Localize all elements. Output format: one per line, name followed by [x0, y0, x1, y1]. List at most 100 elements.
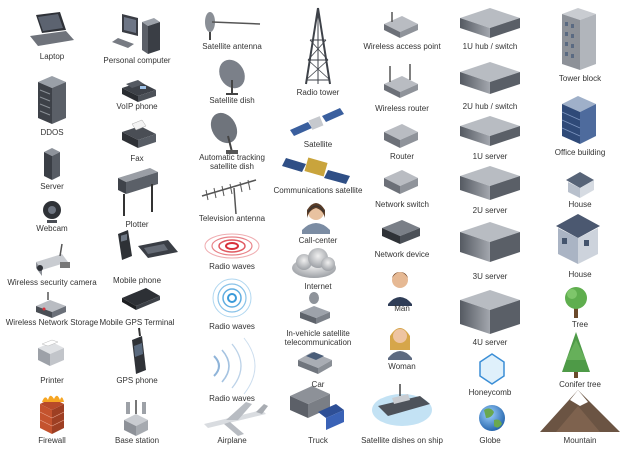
cloud-icon [292, 248, 336, 278]
rack-1u-server-icon [460, 116, 520, 146]
label-router: Router [389, 152, 415, 161]
personal-computer-icon [112, 14, 160, 54]
base-station-icon [124, 400, 148, 436]
label-server: Server [40, 182, 64, 191]
label-honeycomb: Honeycomb [468, 388, 512, 397]
office-building-icon [561, 96, 596, 144]
rack-3u-server-icon [460, 222, 520, 262]
label-mobile-gps-terminal: Mobile GPS Terminal [99, 318, 175, 327]
label-ddos: DDOS [40, 128, 64, 137]
house-icon [556, 214, 600, 264]
satellite-icon [290, 108, 344, 136]
security-camera-icon [36, 243, 70, 276]
label-line-2: telecommunication [284, 338, 352, 347]
label-fax: Fax [130, 154, 144, 163]
label-server-3u: 3U server [472, 272, 508, 281]
comm-satellite-icon [282, 157, 350, 184]
label-mountain: Mountain [563, 436, 597, 445]
tower-server-icon [44, 148, 60, 180]
router-icon [384, 124, 418, 148]
network-storage-icon [36, 292, 66, 318]
label-gps-phone: GPS phone [116, 376, 158, 385]
globe-icon [479, 405, 505, 431]
label-globe: Globe [479, 436, 501, 445]
label-internet: Internet [304, 282, 332, 291]
label-man: Man [394, 304, 410, 313]
firewall-icon [39, 395, 65, 434]
tracking-dish-icon [210, 112, 238, 154]
label-base-station: Base station [114, 436, 160, 445]
radio-waves-blue-icon [212, 278, 252, 318]
label-tower-block: Tower block [558, 74, 602, 83]
radio-tower-icon [305, 7, 331, 85]
laptop-icon [30, 12, 74, 46]
tree-icon [565, 287, 587, 318]
network-device-icon [382, 220, 420, 244]
label-webcam: Webcam [36, 224, 68, 233]
mobile-phone-icon [118, 230, 178, 260]
radio-waves-arcs-icon [213, 337, 256, 395]
rack-2u-server-icon [460, 166, 520, 200]
tv-antenna-icon [201, 179, 257, 215]
radio-waves-red-icon [204, 233, 260, 259]
label-server-2u: 2U server [472, 206, 508, 215]
tower-block-icon [562, 8, 596, 70]
label-house-1: House [568, 200, 592, 209]
label-line-1: Automatic tracking [199, 153, 265, 162]
label-network-switch: Network switch [375, 200, 429, 209]
man-icon [388, 272, 412, 306]
label-server-1u: 1U server [472, 152, 508, 161]
label-satellite-dish: Satellite dish [209, 96, 255, 105]
label-satellite: Satellite [303, 140, 333, 149]
ship-icon [372, 384, 432, 426]
conifer-icon [562, 332, 590, 378]
gps-terminal-icon [122, 288, 160, 310]
hexagon-icon [479, 353, 505, 385]
label-mobile-phone: Mobile phone [112, 276, 162, 285]
label-satellite-dishes-ship: Satellite dishes on ship [361, 436, 443, 445]
call-center-icon [302, 203, 330, 234]
rack-2u-icon [460, 62, 520, 94]
plotter-icon [118, 168, 158, 216]
label-laptop: Laptop [39, 52, 65, 61]
gps-phone-icon [132, 327, 146, 374]
label-hub-1u: 1U hub / switch [462, 42, 518, 51]
voip-phone-icon [122, 80, 156, 102]
label-printer: Printer [40, 376, 64, 385]
woman-icon [388, 328, 412, 360]
label-radio-tower: Radio tower [296, 88, 340, 97]
truck-icon [290, 386, 344, 430]
satellite-dish-icon [219, 59, 245, 95]
satellite-antenna-icon [205, 12, 261, 40]
label-hub-2u: 2U hub / switch [462, 102, 518, 111]
in-vehicle-icon [300, 292, 330, 324]
label-woman: Woman [388, 362, 416, 371]
label-wireless-router: Wireless router [375, 104, 429, 113]
label-radio-waves-2: Radio waves [209, 322, 255, 331]
label-house-2: House [568, 270, 592, 279]
label-radio-waves-1: Radio waves [209, 262, 255, 271]
label-network-device: Network device [374, 250, 430, 259]
label-conifer-tree: Conifer tree [559, 380, 601, 389]
car-icon [298, 352, 332, 374]
label-office-building: Office building [554, 148, 606, 157]
label-television-antenna: Television antenna [198, 214, 266, 223]
label-airplane: Airplane [217, 436, 247, 445]
rack-1u-icon [460, 8, 520, 38]
label-communications-satellite: Communications satellite [273, 186, 363, 195]
label-call-center: Call-center [298, 236, 338, 245]
switch-icon [384, 170, 418, 194]
label-firewall: Firewall [38, 436, 66, 445]
label-server-4u: 4U server [472, 338, 508, 347]
label-car: Car [311, 380, 325, 389]
mountain-icon [540, 390, 620, 432]
label-satellite-antenna: Satellite antenna [202, 42, 262, 51]
wireless-router-icon [384, 64, 418, 98]
label-wireless-network-storage: Wireless Network Storage [5, 318, 99, 327]
label-voip-phone: VoIP phone [116, 102, 158, 111]
webcam-icon [43, 201, 61, 223]
